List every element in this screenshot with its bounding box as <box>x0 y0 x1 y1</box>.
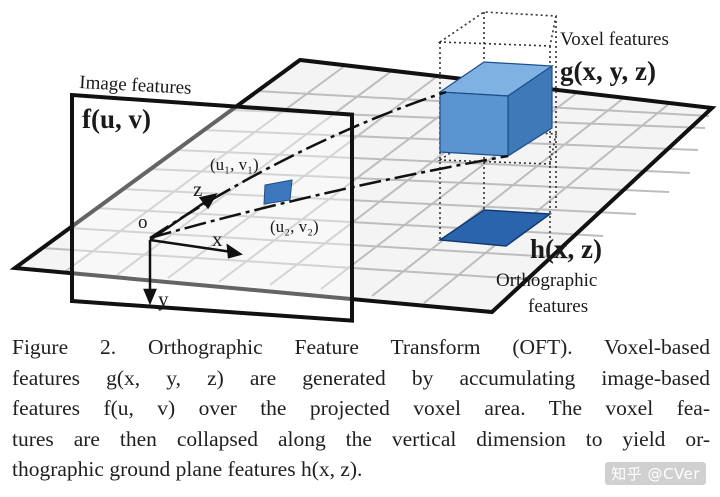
caption-line: thographic ground plane features h(x, z)… <box>12 457 363 481</box>
oft-figure: Image features f(u, v) Voxel features g(… <box>9 11 717 323</box>
caption-line: features g(x, y, z) are generated by acc… <box>12 365 710 390</box>
watermark: 知乎 @CVer <box>605 462 706 485</box>
figure-caption: Figure 2. Orthographic Feature Transform… <box>12 332 710 485</box>
x-axis-label: x <box>212 227 223 251</box>
projected-patch <box>263 179 293 205</box>
g-function-label: g(x, y, z) <box>560 56 656 86</box>
orthographic-cell <box>437 209 553 247</box>
caption-line: tures are then collapsed along the verti… <box>12 426 710 451</box>
origin-label: o <box>138 212 148 233</box>
voxel-cube <box>438 61 554 158</box>
camera-axes <box>143 193 243 306</box>
caption-line: Figure 2. Orthographic Feature Transform… <box>12 335 710 359</box>
voxel-features-label: Voxel features <box>560 29 669 50</box>
orthographic-label: Orthographic <box>496 270 597 291</box>
z-axis-label: z <box>193 177 202 201</box>
f-function-label: f(u, v) <box>82 104 151 134</box>
image-plane <box>70 92 354 323</box>
caption-line: features f(u, v) over the projected voxe… <box>12 396 710 420</box>
point-1-label: (u₁, v₁) <box>210 155 259 174</box>
point-2-label: (u₂, v₂) <box>270 217 319 236</box>
orthographic-features-label: features <box>528 296 588 317</box>
y-axis-label: y <box>158 287 169 311</box>
h-function-label: h(x, z) <box>530 234 602 264</box>
